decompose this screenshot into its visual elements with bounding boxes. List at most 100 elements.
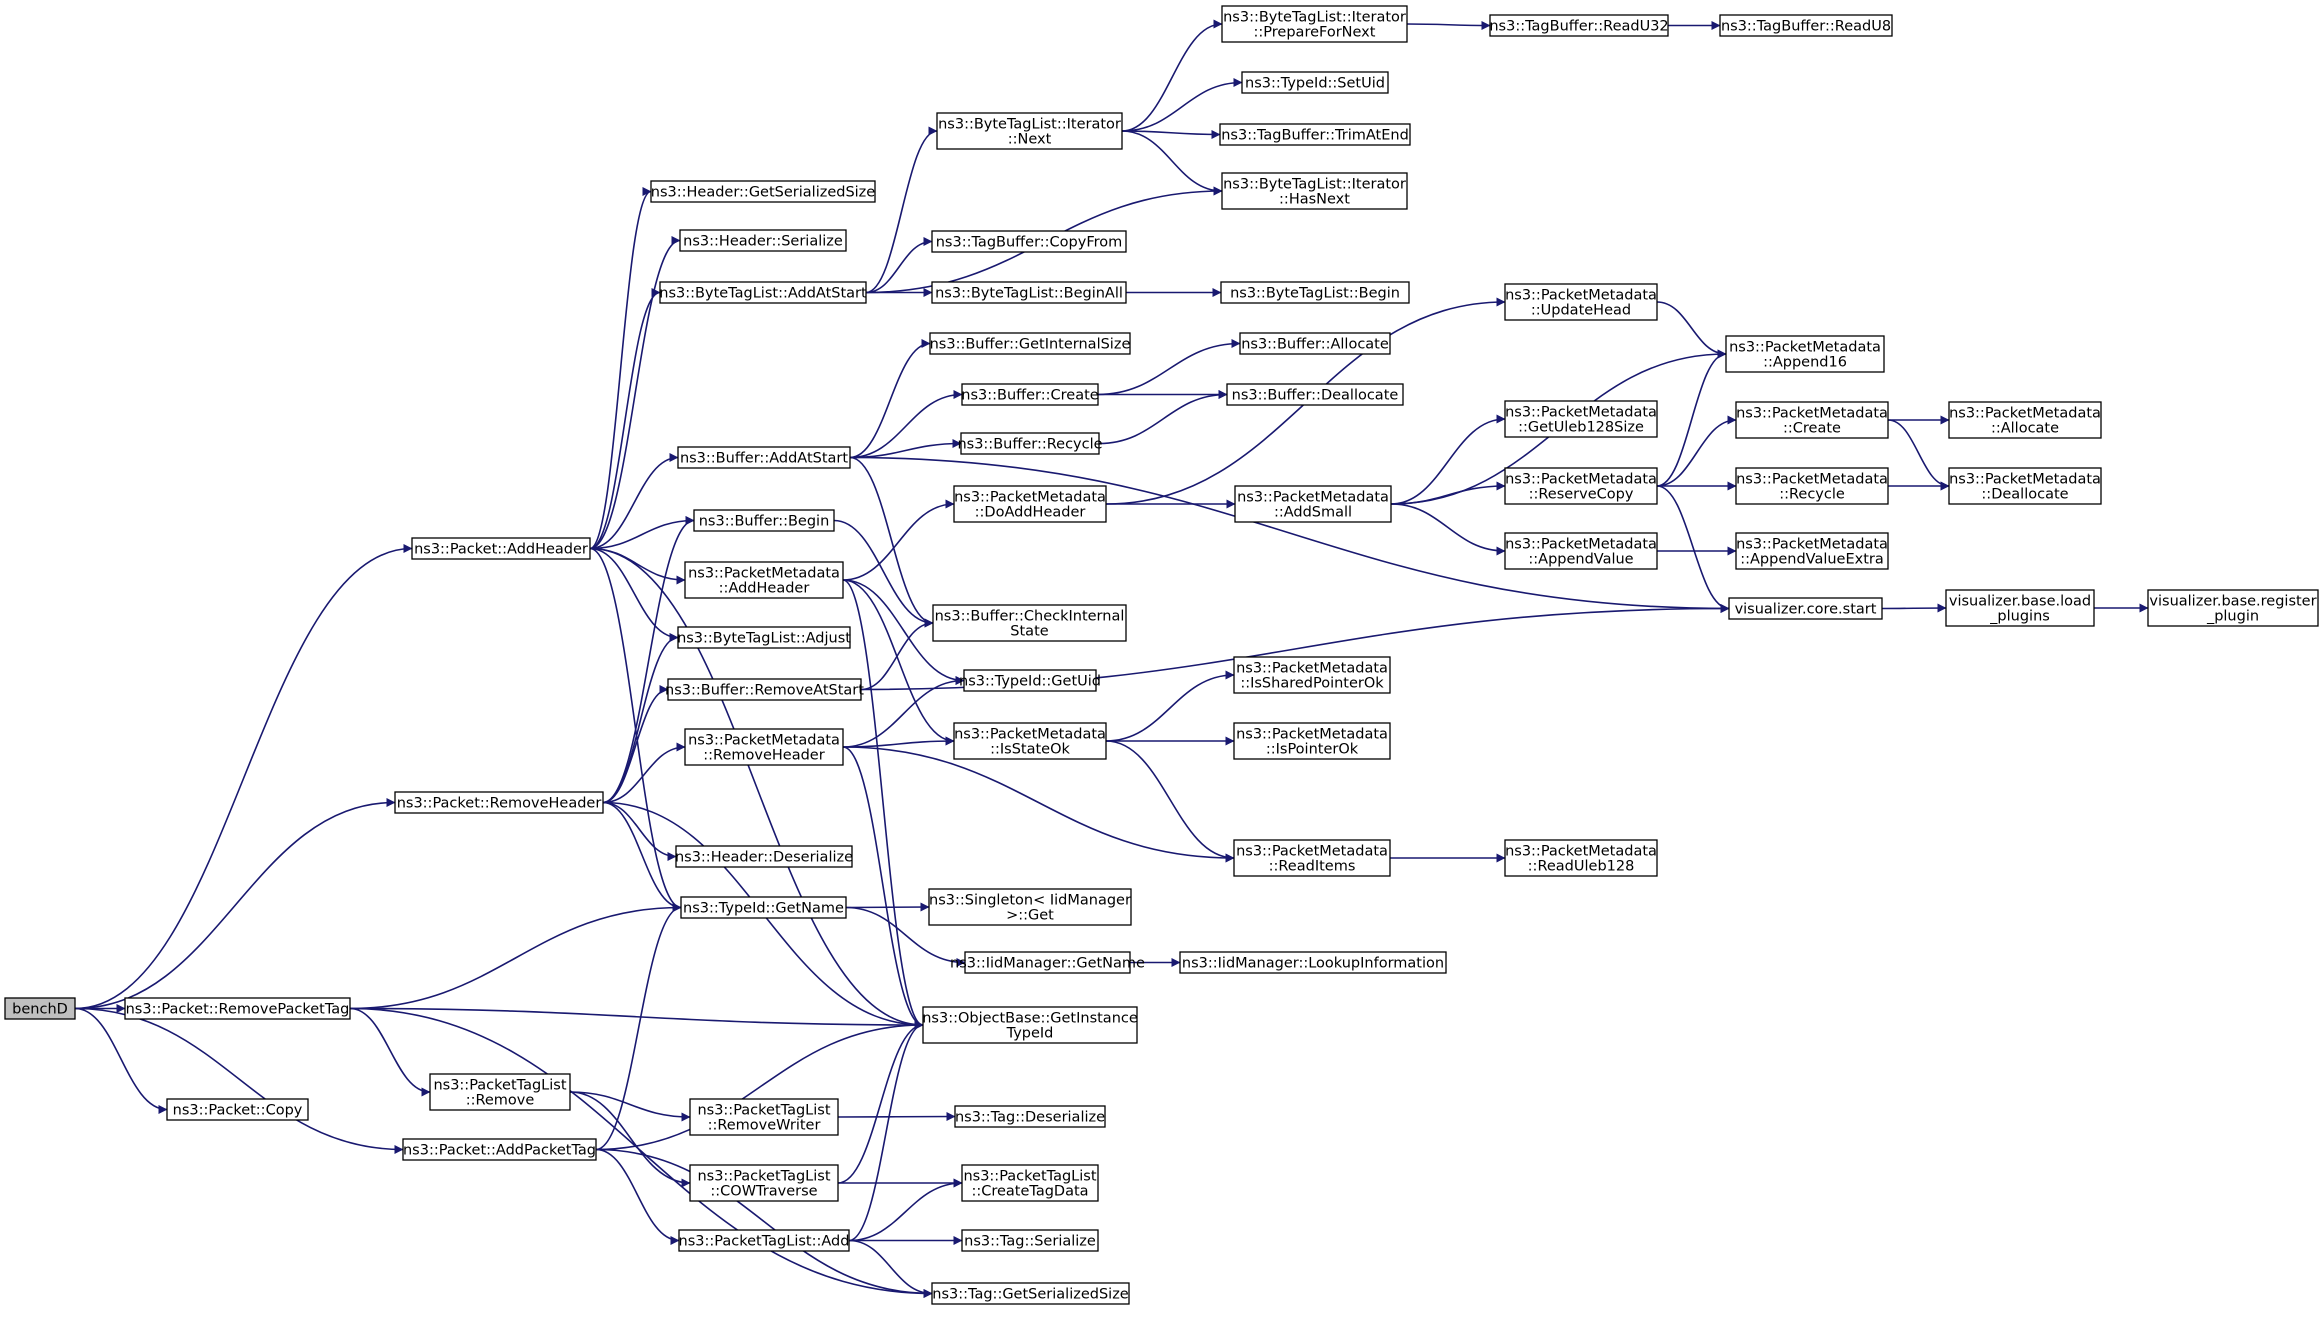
function-node-iid-lookup-information[interactable]: ns3::IidManager::LookupInformation [1179,951,1447,974]
function-node-pm-update-head[interactable]: ns3::PacketMetadata::UpdateHead [1504,283,1658,321]
function-node-typeid-get-uid[interactable]: ns3::TypeId::GetUid [959,669,1101,692]
function-node-tb-read-u8[interactable]: ns3::TagBuffer::ReadU8 [1719,14,1893,37]
node-label: ns3::PacketMetadata [1505,844,1657,860]
function-node-ptl-cow-traverse[interactable]: ns3::PacketTagList::COWTraverse [689,1164,839,1202]
node-box [1735,401,1889,439]
function-node-pm-remove-header[interactable]: ns3::PacketMetadata::RemoveHeader [684,728,844,766]
function-node-vis-core-start[interactable]: visualizer.core.start [1728,597,1883,620]
call-edge-add_header-to-btl_add_at_start [589,288,661,550]
function-node-pm-is-pointer-ok[interactable]: ns3::PacketMetadata::IsPointerOk [1233,722,1391,760]
edges-layer [74,19,2149,1298]
function-node-add-header[interactable]: ns3::Packet::AddHeader [411,537,591,560]
call-edge-btl_add_at_start-to-btl_it_next [865,126,938,294]
node-label: ns3::Header::Serialize [683,234,843,250]
function-node-pm-recycle[interactable]: ns3::PacketMetadata::Recycle [1735,467,1889,505]
call-edge-remove_header-to-typeid_get_name [602,801,682,912]
function-node-buf-remove-at-start[interactable]: ns3::Buffer::RemoveAtStart [665,678,864,701]
function-node-singleton-get[interactable]: ns3::Singleton< IidManager >::Get [928,888,1132,926]
function-node-add-packet-tag[interactable]: ns3::Packet::AddPacketTag [402,1138,597,1161]
node-box [1226,383,1404,406]
call-edge-buf_recycle-to-buf_deallocate [1098,390,1228,445]
function-node-tag-deserialize[interactable]: ns3::Tag::Deserialize [954,1105,1106,1128]
node-label: ::AddHeader [719,581,810,597]
function-node-typeid-set-uid[interactable]: ns3::TypeId::SetUid [1241,71,1389,94]
function-node-ptl-remove[interactable]: ns3::PacketTagList::Remove [429,1073,571,1111]
function-node-tag-get-ser-size[interactable]: ns3::Tag::GetSerializedSize [931,1282,1130,1305]
function-node-tb-copy-from[interactable]: ns3::TagBuffer::CopyFrom [931,230,1127,253]
function-node-pm-get-uleb128-size[interactable]: ns3::PacketMetadata::GetUleb128Size [1504,400,1658,438]
node-box [650,180,876,203]
node-label: visualizer.base.load [1949,594,2091,610]
call-edge-typeid_get_name-to-singleton_get [845,902,930,912]
call-edge-buf_add_at_start-to-buf_create [849,390,963,459]
call-edge-pm_is_state_ok-to-pm_is_shared_pointer_ok [1105,670,1235,742]
node-label: >::Get [1006,908,1054,924]
call-edge-pm_reserve_copy-to-pm_append16 [1656,349,1727,487]
function-node-pm-read-uleb128[interactable]: ns3::PacketMetadata::ReadUleb128 [1504,839,1658,877]
function-node-buf-deallocate[interactable]: ns3::Buffer::Deallocate [1226,383,1404,406]
function-node-pm-add-header[interactable]: ns3::PacketMetadata::AddHeader [684,561,844,599]
call-edge-ptl_remove-to-ptl_cow_traverse [569,1091,691,1188]
function-node-pm-is-shared-pointer-ok[interactable]: ns3::PacketMetadata::IsSharedPointerOk [1233,656,1391,694]
node-label: ns3::TagBuffer::TrimAtEnd [1221,128,1409,144]
function-node-pm-append-value-extra[interactable]: ns3::PacketMetadata::AppendValueExtra [1735,532,1889,570]
function-node-btl-it-next[interactable]: ns3::ByteTagList::Iterator::Next [936,112,1123,150]
node-box [936,112,1123,150]
call-edge-add_packet_tag-to-ptl_add [595,1148,680,1245]
function-node-buf-recycle[interactable]: ns3::Buffer::Recycle [957,432,1103,455]
node-label: ns3::PacketMetadata [1236,661,1388,677]
function-node-benchD[interactable]: benchD [4,997,76,1020]
function-node-vis-register-plugin[interactable]: visualizer.base.register_plugin [2147,589,2319,627]
function-node-buf-begin[interactable]: ns3::Buffer::Begin [693,509,835,532]
node-label: ns3::PacketMetadata [688,566,840,582]
function-node-buf-create[interactable]: ns3::Buffer::Create [961,383,1099,406]
function-node-btl-it-has-next[interactable]: ns3::ByteTagList::Iterator::HasNext [1221,172,1408,210]
function-node-header-serialize[interactable]: ns3::Header::Serialize [679,229,847,252]
function-node-ptl-remove-writer[interactable]: ns3::PacketTagList::RemoveWriter [689,1098,839,1136]
function-node-btl-begin-all[interactable]: ns3::ByteTagList::BeginAll [931,281,1127,304]
node-label: ::Create [1783,421,1841,437]
function-node-btl-adjust[interactable]: ns3::ByteTagList::Adjust [677,626,851,649]
function-node-iid-get-name[interactable]: ns3::IidManager::GetName [950,951,1145,974]
function-node-typeid-get-name[interactable]: ns3::TypeId::GetName [680,896,847,919]
function-node-remove-packet-tag[interactable]: ns3::Packet::RemovePacketTag [124,997,351,1020]
call-edge-ptl_add-to-ptl_create_tag_data [848,1178,963,1242]
node-label: ns3::PacketMetadata [1736,537,1888,553]
function-node-pm-read-items[interactable]: ns3::PacketMetadata::ReadItems [1233,839,1391,877]
function-node-buf-add-at-start[interactable]: ns3::Buffer::AddAtStart [677,446,851,469]
function-node-buf-allocate[interactable]: ns3::Buffer::Allocate [1239,332,1391,355]
function-node-tb-read-u32[interactable]: ns3::TagBuffer::ReadU32 [1489,14,1669,37]
function-node-tag-serialize[interactable]: ns3::Tag::Serialize [961,1229,1099,1252]
node-box [1735,467,1889,505]
function-node-pm-reserve-copy[interactable]: ns3::PacketMetadata::ReserveCopy [1504,467,1658,505]
function-node-pm-allocate[interactable]: ns3::PacketMetadata::Allocate [1948,401,2102,439]
function-node-pm-append16[interactable]: ns3::PacketMetadata::Append16 [1725,335,1885,373]
node-label: ::IsSharedPointerOk [1240,676,1384,692]
function-node-packet-copy[interactable]: ns3::Packet::Copy [166,1098,309,1121]
function-node-btl-add-at-start[interactable]: ns3::ByteTagList::AddAtStart [659,281,867,304]
function-node-ptl-create-tag-data[interactable]: ns3::PacketTagList::CreateTagData [961,1164,1099,1202]
node-label: ns3::TypeId::GetName [683,901,844,917]
function-node-header-deserialize[interactable]: ns3::Header::Deserialize [675,845,853,868]
function-node-vis-load-plugins[interactable]: visualizer.base.load_plugins [1945,589,2095,627]
function-node-remove-header[interactable]: ns3::Packet::RemoveHeader [394,791,604,814]
function-node-btl-begin[interactable]: ns3::ByteTagList::Begin [1220,281,1410,304]
node-label: ns3::PacketMetadata [688,733,840,749]
function-node-buf-get-internal-size[interactable]: ns3::Buffer::GetInternalSize [929,332,1131,355]
function-node-btl-it-prepare-for-next[interactable]: ns3::ByteTagList::Iterator::PrepareForNe… [1221,5,1408,43]
function-node-pm-create[interactable]: ns3::PacketMetadata::Create [1735,401,1889,439]
function-node-ptl-add[interactable]: ns3::PacketTagList::Add [678,1229,850,1252]
function-node-pm-deallocate[interactable]: ns3::PacketMetadata::Deallocate [1948,467,2102,505]
function-node-pm-is-state-ok[interactable]: ns3::PacketMetadata::IsStateOk [953,722,1107,760]
function-node-header-get-ser-size[interactable]: ns3::Header::GetSerializedSize [650,180,876,203]
node-box [675,845,853,868]
function-node-pm-add-small[interactable]: ns3::PacketMetadata::AddSmall [1234,485,1392,523]
call-edge-typeid_get_name-to-iid_get_name [845,906,966,967]
function-node-pm-append-value[interactable]: ns3::PacketMetadata::AppendValue [1504,532,1658,570]
call-edge-vis_core_start-to-vis_load_plugins [1881,603,1947,613]
node-label: ns3::Buffer::Begin [699,514,830,530]
function-node-tb-trim-at-end[interactable]: ns3::TagBuffer::TrimAtEnd [1219,123,1411,146]
function-node-pm-do-add-header[interactable]: ns3::PacketMetadata::DoAddHeader [953,485,1107,523]
